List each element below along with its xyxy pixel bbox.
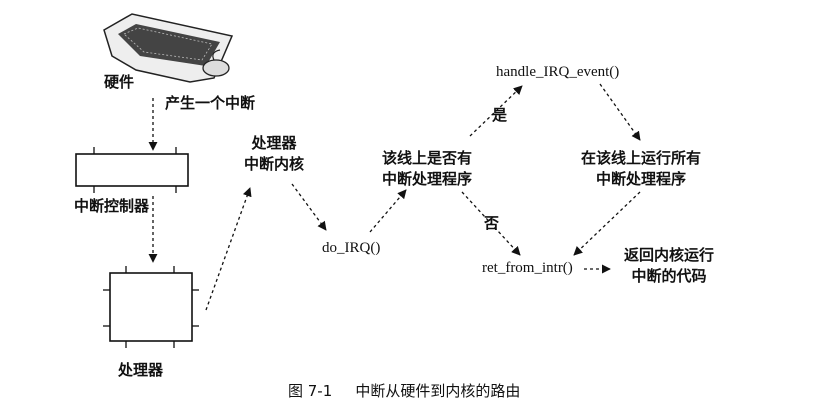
no-label: 否 [484,214,500,232]
handle-irq-event-label: handle_IRQ_event() [496,64,620,80]
arrow-question-to-handle-irq [469,85,523,137]
yes-label: 是 [492,106,508,124]
arrow-handle-irq-to-run [599,83,641,141]
hardware-label: 硬件 [104,73,135,91]
processor-box [103,266,199,348]
handlers-question-label: 该线上是否有 中断处理程序 [381,149,472,188]
figure-caption: 图 7-1 中断从硬件到内核的路由 [288,380,520,401]
arrow-kernel-to-do-irq [291,183,327,231]
arrow-question-to-ret [461,191,521,256]
run-all-handlers-label: 在该线上运行所有 中断处理程序 [580,149,701,188]
do-irq-label: do_IRQ() [322,240,381,256]
ret-from-intr-label: ret_from_intr() [482,260,573,276]
generate-interrupt-label: 产生一个中断 [165,94,256,112]
interrupt-controller-label: 中断控制器 [74,197,150,215]
processor-label: 处理器 [118,361,164,379]
arrow-processor-to-kernel [205,187,252,311]
figure-title: 中断从硬件到内核的路由 [355,382,521,400]
arrow-do-irq-to-question [369,189,407,233]
figure-number: 图 7-1 [288,382,333,400]
keyboard-icon [103,13,234,83]
interrupt-controller-box [75,147,189,193]
return-to-kernel-label: 返回内核运行 中断的代码 [623,246,714,285]
processor-interrupts-kernel-label: 处理器 中断内核 [243,134,304,173]
